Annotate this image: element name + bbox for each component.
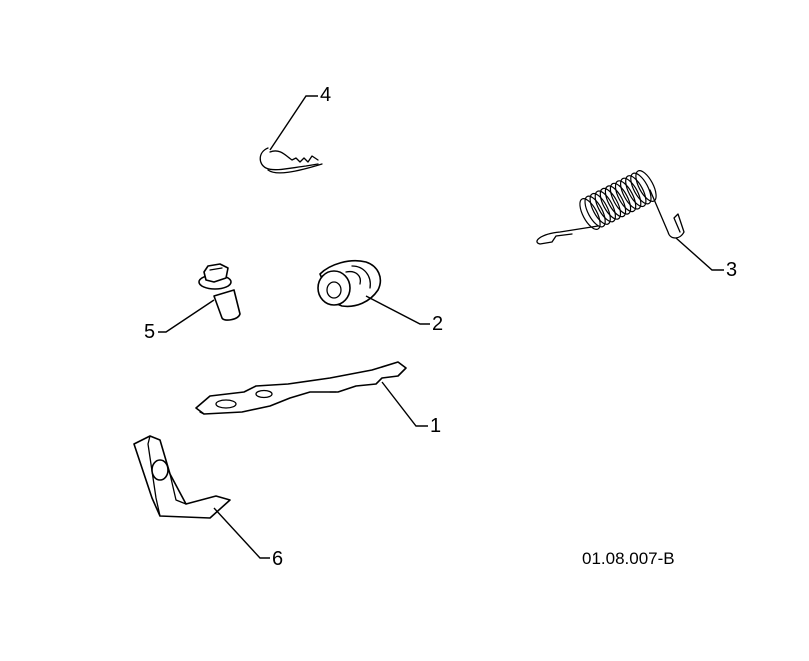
spring-coil [579, 198, 601, 230]
part-1-lever-bar [195, 361, 407, 415]
spring-coil [630, 172, 652, 205]
part-3-extension-spring [536, 170, 685, 245]
part-2-bushing [317, 259, 382, 308]
callout-6: 6 [272, 548, 283, 570]
leader-5 [158, 299, 215, 333]
part-4-hairpin-clip [259, 147, 323, 174]
spring-coil [635, 170, 657, 202]
leader-6 [213, 507, 270, 559]
callout-2: 2 [432, 313, 443, 335]
spring-coil [625, 175, 647, 208]
leader-2 [365, 295, 430, 325]
callout-3: 3 [726, 259, 737, 281]
part-5-flange-bolt [198, 263, 241, 321]
callout-4: 4 [320, 84, 331, 106]
spring-coil [604, 185, 627, 218]
spring-coil [620, 177, 642, 210]
part-6-angle-bracket [133, 435, 231, 519]
leader-3 [675, 237, 724, 271]
spring-coil [614, 180, 637, 213]
spring-coil [589, 192, 611, 225]
spring-coil [609, 182, 632, 215]
figure-code: 01.08.007-B [582, 549, 675, 568]
leader-1 [381, 381, 428, 427]
callout-1: 1 [430, 415, 441, 437]
spring-coil [594, 190, 616, 223]
spring-coil [584, 195, 606, 228]
spring-coil [599, 187, 622, 220]
leader-4 [269, 95, 318, 151]
callout-5: 5 [144, 321, 155, 343]
